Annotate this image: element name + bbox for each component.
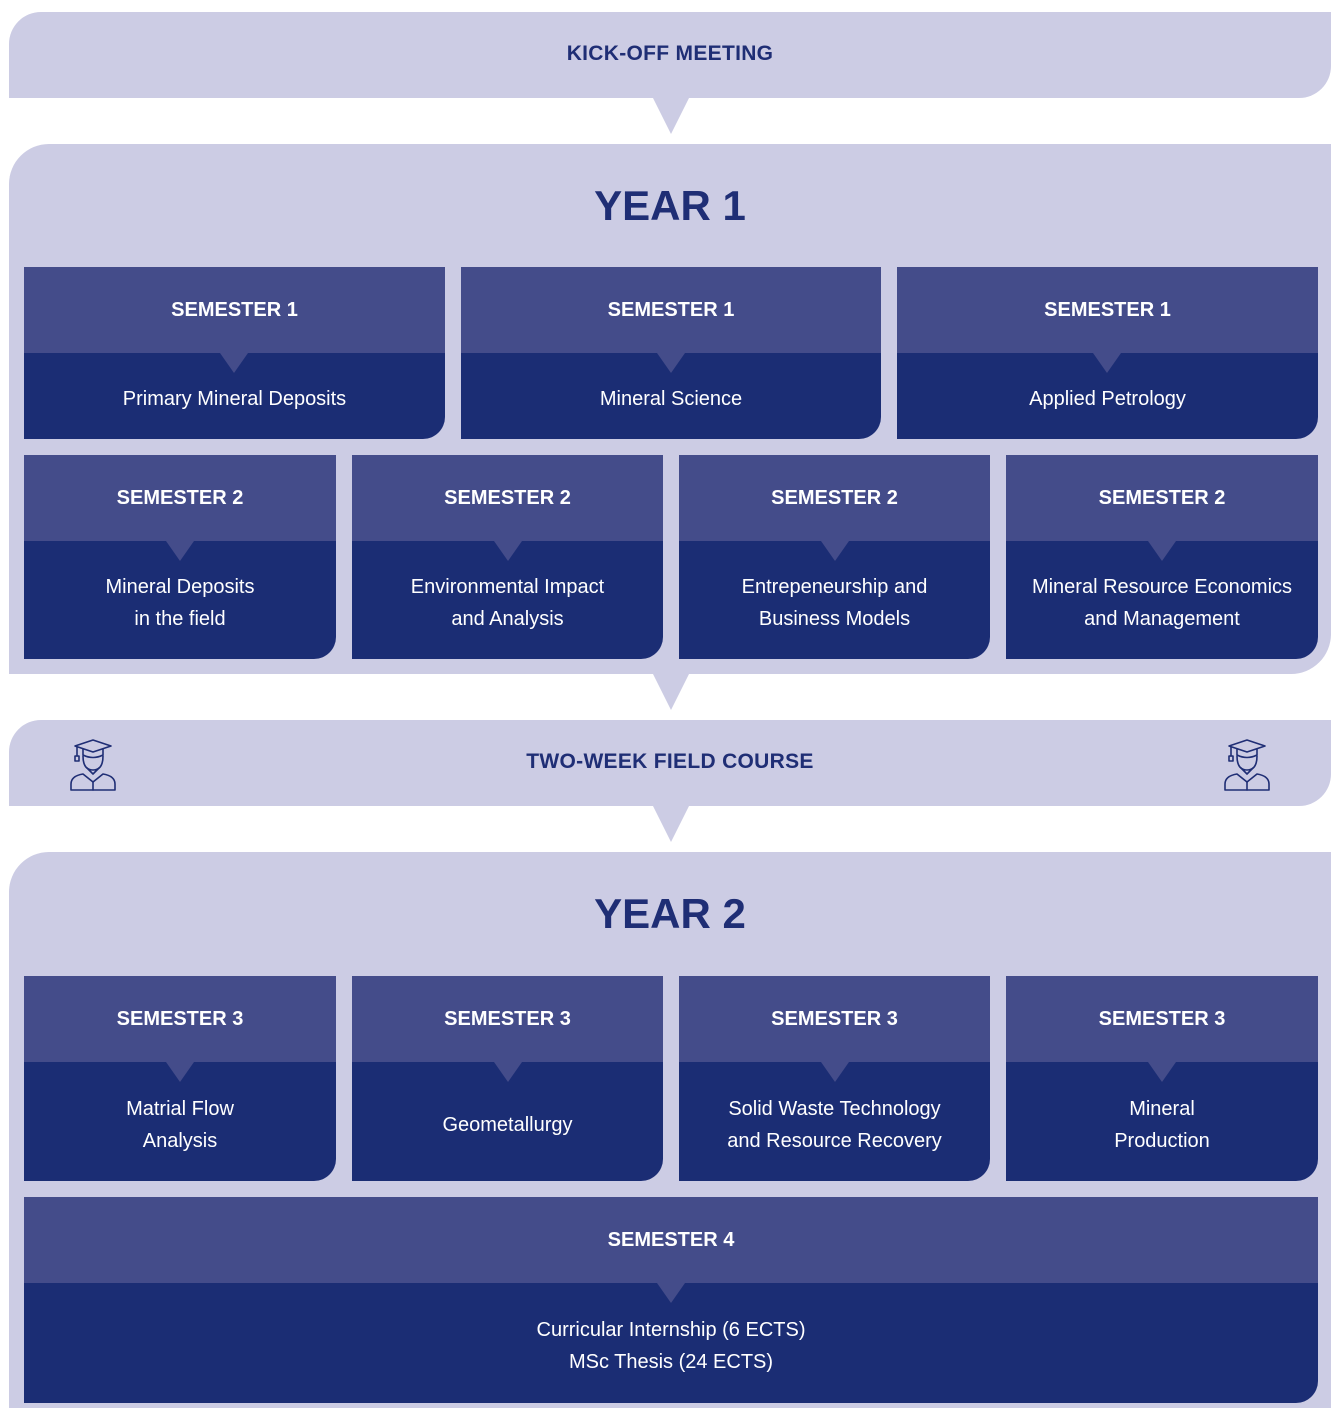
course-card-primary-mineral-deposits: SEMESTER 1 Primary Mineral Deposits bbox=[24, 267, 445, 439]
course-card-environmental-impact: SEMESTER 2 Environmental Impact and Anal… bbox=[352, 455, 663, 659]
course-name-line2: and Resource Recovery bbox=[727, 1129, 942, 1152]
course-card-geometallurgy: SEMESTER 3 Geometallurgy bbox=[352, 976, 663, 1181]
semester-label: SEMESTER 1 bbox=[24, 267, 445, 353]
course-name-line2: in the field bbox=[134, 608, 226, 630]
semester-label: SEMESTER 2 bbox=[679, 455, 990, 541]
graduate-student-icon bbox=[1224, 739, 1270, 791]
semester-label: SEMESTER 2 bbox=[24, 455, 336, 541]
course-name-line1: Mineral Deposits bbox=[105, 576, 255, 598]
semester-label: SEMESTER 3 bbox=[352, 976, 663, 1062]
course-card-mineral-science: SEMESTER 1 Mineral Science bbox=[461, 267, 881, 439]
connector-arrow bbox=[653, 98, 689, 134]
semester-label: SEMESTER 1 bbox=[461, 267, 881, 353]
field-course-label: TWO-WEEK FIELD COURSE bbox=[526, 750, 814, 773]
semester-label: SEMESTER 2 bbox=[352, 455, 663, 541]
course-name: Primary Mineral Deposits bbox=[122, 388, 347, 410]
connector-arrow bbox=[653, 806, 689, 842]
course-name-line2: Production bbox=[1114, 1129, 1210, 1152]
year2-title: YEAR 2 bbox=[594, 890, 746, 937]
course-name-line1: Curricular Internship (6 ECTS) bbox=[536, 1319, 806, 1341]
course-name: Applied Petrology bbox=[1029, 388, 1186, 410]
course-name-line1: Environmental Impact bbox=[410, 576, 605, 598]
field-course-band: TWO-WEEK FIELD COURSE bbox=[9, 720, 1331, 806]
course-name-line1: Entrepeneurship and bbox=[741, 576, 928, 598]
connector-arrow bbox=[653, 674, 689, 710]
course-name: Mineral Science bbox=[599, 388, 743, 410]
kickoff-label: KICK-OFF MEETING bbox=[566, 42, 774, 65]
semester-label: SEMESTER 3 bbox=[1006, 976, 1318, 1062]
semester-label: SEMESTER 3 bbox=[24, 976, 336, 1062]
course-card-mineral-resource-economics: SEMESTER 2 Mineral Resource Economics an… bbox=[1006, 455, 1318, 659]
course-name-line2: and Analysis bbox=[451, 608, 564, 630]
course-name-line1: Matrial Flow bbox=[126, 1097, 234, 1120]
semester-label: SEMESTER 2 bbox=[1006, 455, 1318, 541]
semester-label: SEMESTER 1 bbox=[897, 267, 1318, 353]
semester-label: SEMESTER 3 bbox=[679, 976, 990, 1062]
course-card-applied-petrology: SEMESTER 1 Applied Petrology bbox=[897, 267, 1318, 439]
course-name-line1: Solid Waste Technology bbox=[728, 1097, 941, 1120]
year1-title: YEAR 1 bbox=[594, 182, 746, 229]
course-card-entrepreneurship: SEMESTER 2 Entrepeneurship and Business … bbox=[679, 455, 990, 659]
course-name-line2: MSc Thesis (24 ECTS) bbox=[568, 1351, 774, 1373]
course-name-line1: Geometallurgy bbox=[442, 1113, 573, 1136]
course-name-line1: Mineral Resource Economics bbox=[1031, 576, 1293, 598]
course-name-line1: Mineral bbox=[1129, 1097, 1195, 1120]
course-name-line2: and Management bbox=[1084, 608, 1240, 630]
course-card-mineral-deposits-field: SEMESTER 2 Mineral Deposits in the field bbox=[24, 455, 336, 659]
kickoff-band: KICK-OFF MEETING bbox=[9, 12, 1331, 98]
course-card-solid-waste: SEMESTER 3 Solid Waste Technology and Re… bbox=[679, 976, 990, 1181]
course-card-semester4-thesis: SEMESTER 4 Curricular Internship (6 ECTS… bbox=[24, 1197, 1318, 1403]
course-card-mineral-production: SEMESTER 3 Mineral Production bbox=[1006, 976, 1318, 1181]
semester-label: SEMESTER 4 bbox=[24, 1197, 1318, 1283]
course-card-material-flow: SEMESTER 3 Matrial Flow Analysis bbox=[24, 976, 336, 1181]
graduate-student-icon bbox=[70, 739, 116, 791]
course-name-line2: Analysis bbox=[142, 1129, 218, 1152]
course-name-line2: Business Models bbox=[758, 608, 911, 630]
